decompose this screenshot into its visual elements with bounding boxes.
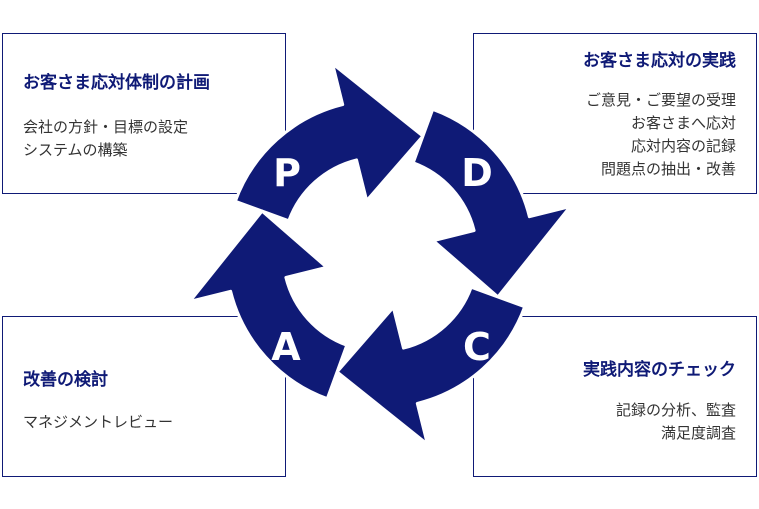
plan-line: 会社の方針・目標の設定 <box>23 118 189 136</box>
do-line: 応対内容の記録 <box>630 137 736 155</box>
do-lines: ご意見・ご要望の受理 お客さまへ応対 応対内容の記録 問題点の抽出・改善 <box>586 89 736 181</box>
cycle-letter-a: A <box>271 325 301 369</box>
act-lines: マネジメントレビュー <box>23 411 173 434</box>
act-title: 改善の検討 <box>23 370 108 390</box>
cycle-letter-d: D <box>461 151 493 195</box>
cycle-letter-c: C <box>463 325 491 369</box>
check-title: 実践内容のチェック <box>583 360 736 380</box>
plan-box: お客さま応対体制の計画 会社の方針・目標の設定 システムの構築 <box>2 33 286 194</box>
arrow-plan-to-do <box>233 62 425 223</box>
check-line: 記録の分析、監査 <box>615 401 736 419</box>
cycle-letter-p: P <box>273 151 301 195</box>
do-line: お客さまへ応対 <box>630 114 736 132</box>
act-line: マネジメントレビュー <box>23 413 174 431</box>
check-box: 実践内容のチェック 記録の分析、監査 満足度調査 <box>473 316 757 477</box>
arrow-act-to-plan <box>188 209 349 401</box>
do-box: お客さま応対の実践 ご意見・ご要望の受理 お客さまへ応対 応対内容の記録 問題点… <box>473 33 757 194</box>
plan-title: お客さま応対体制の計画 <box>23 73 210 93</box>
check-lines: 記録の分析、監査 満足度調査 <box>616 399 736 445</box>
plan-line: システムの構築 <box>23 141 128 159</box>
arrow-do-to-check <box>411 107 572 299</box>
do-line: 問題点の抽出・改善 <box>600 160 736 178</box>
act-box: 改善の検討 マネジメントレビュー <box>2 316 286 477</box>
do-line: ご意見・ご要望の受理 <box>585 91 736 109</box>
arrow-check-to-act <box>335 285 527 446</box>
check-line: 満足度調査 <box>660 424 736 442</box>
cycle-arrows <box>188 62 572 446</box>
do-title: お客さま応対の実践 <box>583 51 736 71</box>
plan-lines: 会社の方針・目標の設定 システムの構築 <box>23 116 188 162</box>
